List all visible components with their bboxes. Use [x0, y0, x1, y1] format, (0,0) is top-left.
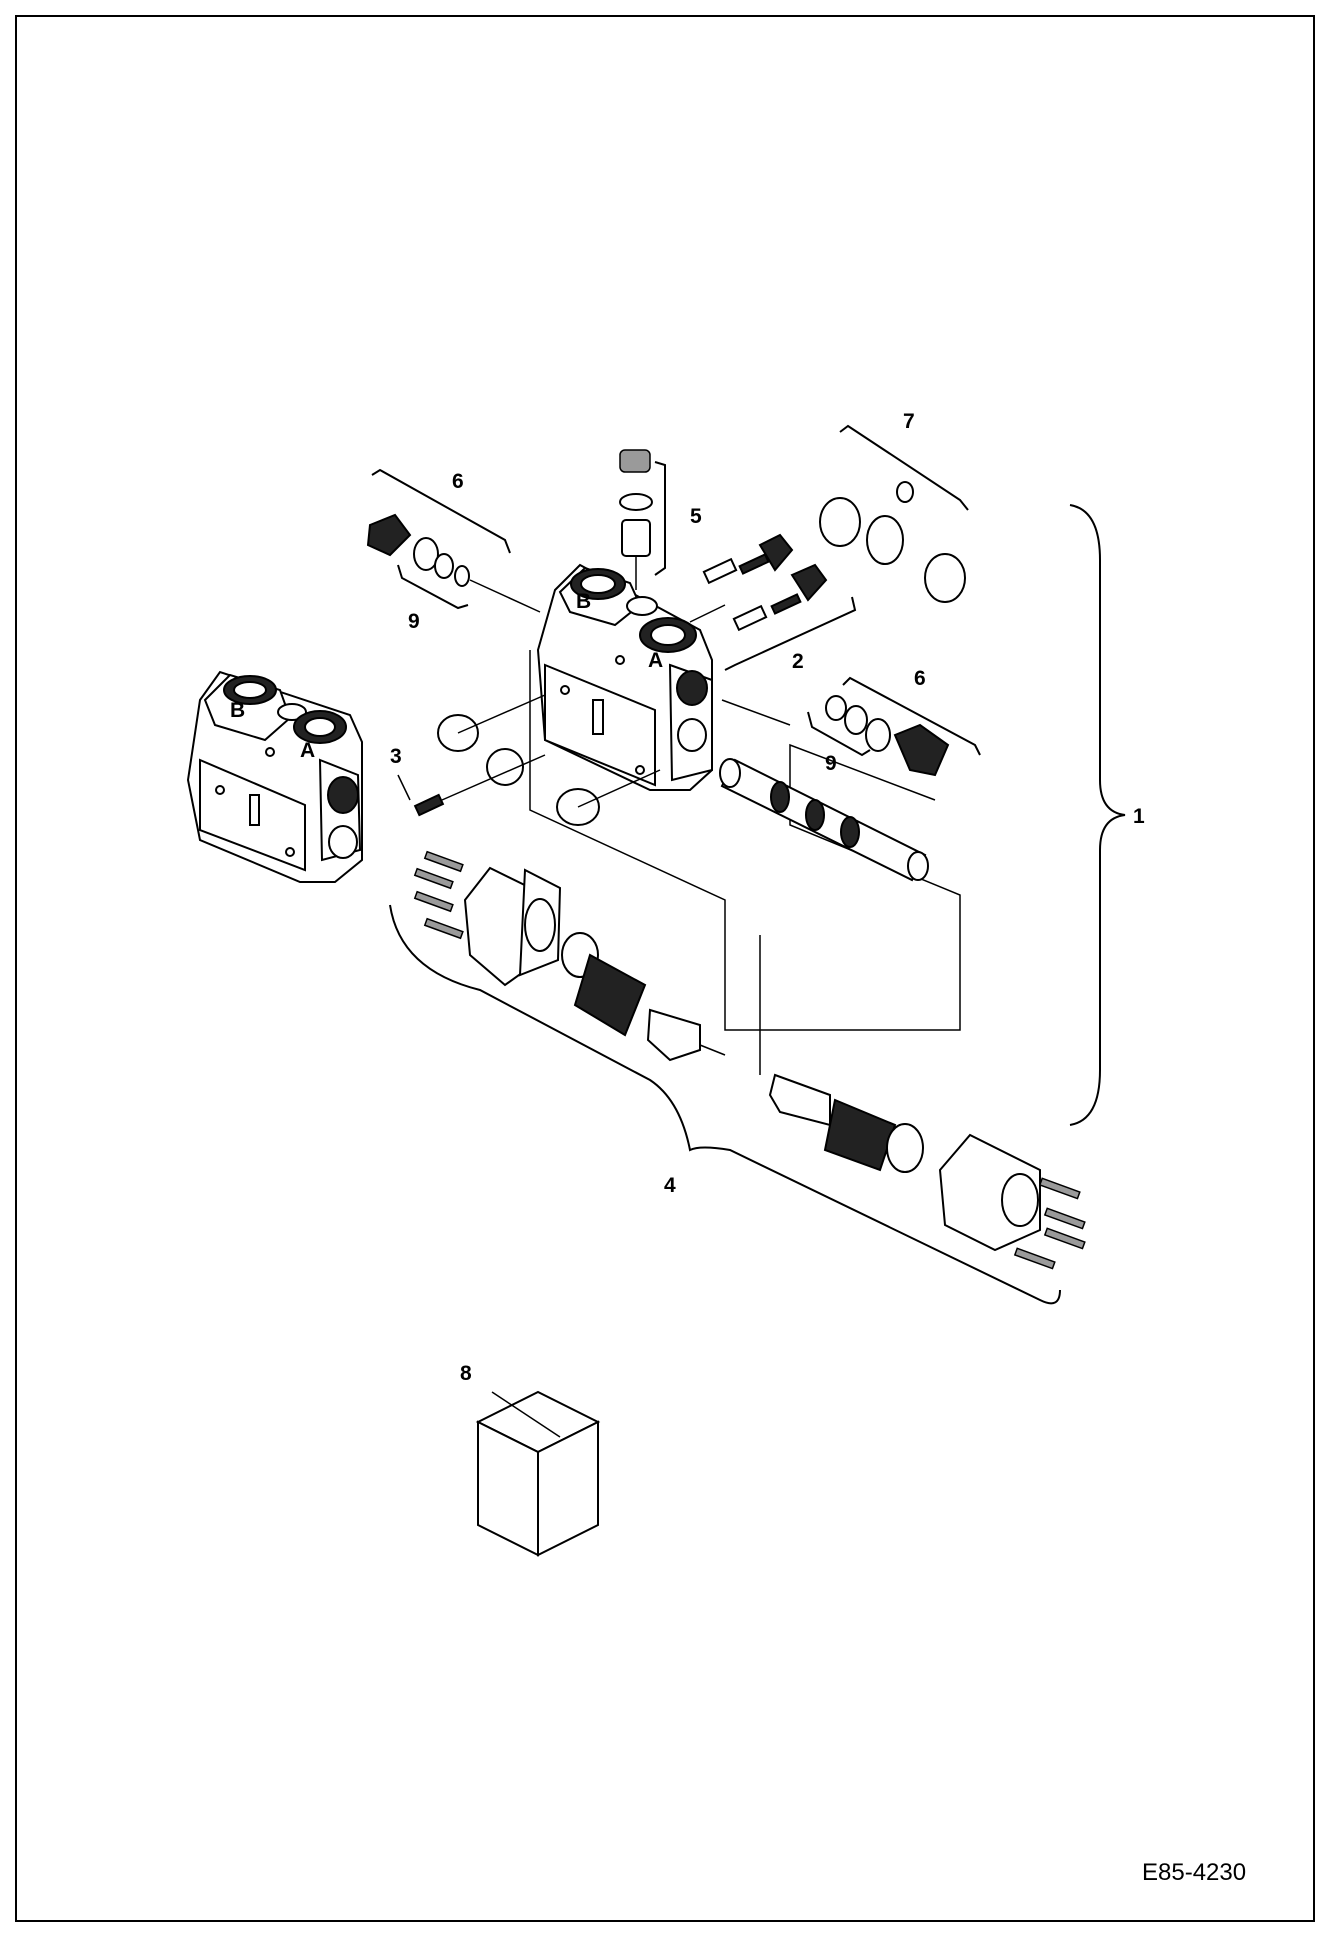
- item6-upper-parts: [366, 513, 541, 613]
- brace-item2: [724, 596, 857, 671]
- port-mark-b-left: B: [230, 699, 245, 722]
- brace-item1: [1069, 504, 1126, 1126]
- callout-2: 2: [792, 650, 804, 673]
- callout-4: 4: [664, 1174, 676, 1197]
- drawing-frame: [15, 15, 1315, 1922]
- callout-1: 1: [1133, 805, 1145, 828]
- spool: [719, 758, 929, 882]
- brace-item6-upper: [371, 468, 511, 554]
- item5-parts: [619, 449, 653, 590]
- callout-8: 8: [460, 1362, 472, 1385]
- brace-item4: [389, 904, 1061, 1305]
- valve-section-left: B A: [186, 670, 363, 883]
- drawing-code: E85-4230: [1142, 1859, 1246, 1886]
- item8-box: [475, 1390, 601, 1557]
- callout-6-upper: 6: [452, 470, 464, 493]
- item2-parts: [689, 533, 828, 632]
- item4-left-actuator: [413, 850, 726, 1062]
- item4-right-actuator: [768, 1073, 1086, 1270]
- callout-7: 7: [903, 410, 915, 433]
- brace-item9-right: [807, 711, 871, 757]
- valve-section-main: B A: [536, 563, 713, 791]
- port-mark-b-main: B: [576, 590, 591, 613]
- callout-9-upper: 9: [408, 610, 420, 633]
- port-mark-a-main: A: [648, 649, 663, 672]
- brace-item9-upper: [397, 564, 469, 610]
- item7-parts: [819, 481, 966, 603]
- callout-9-right: 9: [825, 752, 837, 775]
- brace-item6-right: [842, 676, 981, 756]
- port-mark-a-left: A: [300, 739, 315, 762]
- callout-3: 3: [390, 745, 402, 768]
- item6-right-parts: [721, 695, 950, 777]
- brace-item7: [839, 424, 969, 511]
- callout-5: 5: [690, 505, 702, 528]
- brace-item5: [654, 461, 666, 576]
- item3-plug: [413, 754, 546, 817]
- callout-6-right: 6: [914, 667, 926, 690]
